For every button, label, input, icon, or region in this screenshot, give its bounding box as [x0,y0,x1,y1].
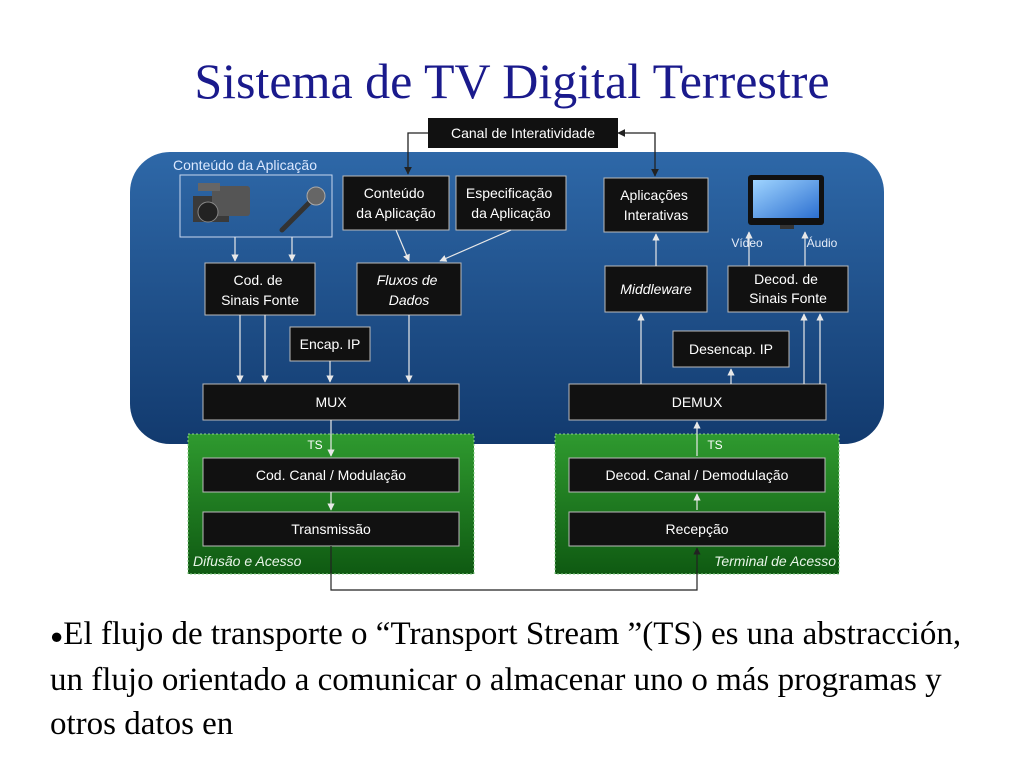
decod-sinais-box [727,265,849,313]
conteudo-app-label: Conteúdo da Aplicação [356,185,436,221]
fluxos-dados-box [356,262,462,316]
microphone-icon [279,186,326,233]
transmissao-label: Transmissão [291,521,371,537]
paragraph-text: El flujo de transporte o “Transport Stre… [50,616,962,743]
middleware-box [604,265,708,313]
tv-icon [748,175,824,229]
camera-icon [193,183,250,223]
decod-sinais-label: Decod. de Sinais Fonte [749,271,827,306]
especificacao-app-box [455,175,567,231]
encap-ip-box [289,326,371,362]
decod-canal-box [568,457,826,493]
demux-box [568,383,827,421]
especificacao-app-label: Especificação da Aplicação [466,185,556,221]
middleware-label: Middleware [620,281,692,297]
fluxos-dados-label: Fluxos de Dados [377,272,442,308]
recepcao-box [568,511,826,547]
terminal-label: Terminal de Acesso [714,553,836,569]
cod-canal-box [202,457,460,493]
ts-right-label: TS [707,438,722,452]
transmissao-box [202,511,460,547]
demux-label: DEMUX [672,394,723,410]
cod-canal-label: Cod. Canal / Modulação [256,467,406,483]
audio-label: Áudio [807,235,838,250]
canal-interatividade-box [428,118,618,148]
app-region-label: Conteúdo da Aplicação [173,157,317,173]
mux-box [202,383,460,421]
cod-sinais-label: Cod. de Sinais Fonte [221,272,299,308]
aplicacoes-interativas-box [603,177,709,233]
conteudo-app-box [342,175,450,231]
body-paragraph: ●El flujo de transporte o “Transport Str… [50,612,1000,746]
decod-canal-label: Decod. Canal / Demodulação [606,467,789,483]
desencap-ip-box [672,330,790,368]
canal-interatividade-label: Canal de Interatividade [451,125,595,141]
interactivity-link-right [617,129,659,177]
flow-arrows [231,229,824,511]
cod-sinais-box [204,262,316,316]
encap-ip-label: Encap. IP [300,336,361,352]
mux-label: MUX [315,394,347,410]
slide-title: Sistema de TV Digital Terrestre [194,53,830,109]
tv-system-diagram: Canal de Interatividade Conteúdo da Apli… [130,118,884,591]
recepcao-label: Recepção [665,521,728,537]
interactivity-link-left [404,132,428,175]
bullet-icon: ● [50,623,64,649]
broadcast-link [330,546,701,591]
difusao-label: Difusão e Acesso [193,553,302,569]
desencap-ip-label: Desencap. IP [689,341,773,357]
aplicacoes-interativas-label: Aplicações Interativas [620,187,692,223]
media-sources-frame [179,174,333,238]
ts-left-label: TS [307,438,322,452]
video-label: Vídeo [731,236,763,250]
